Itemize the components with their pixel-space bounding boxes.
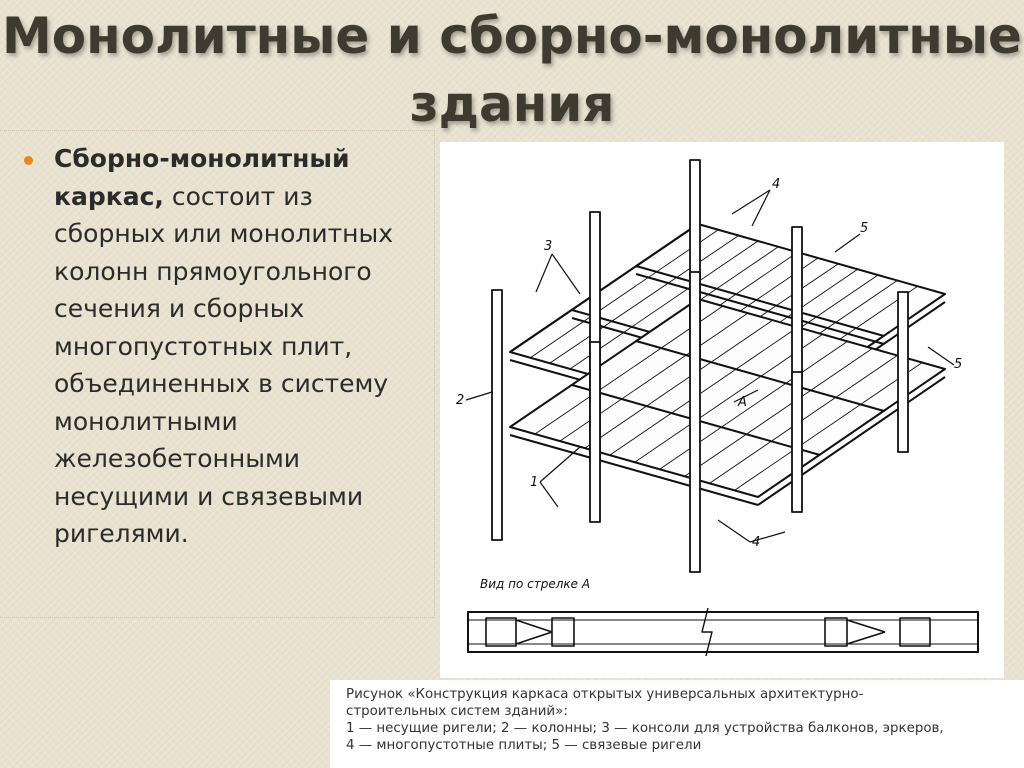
- label-5-right: 5: [954, 357, 962, 372]
- slide-title: Монолитные и сборно-монолитные здания: [0, 2, 1024, 138]
- label-4-top: 4: [772, 177, 780, 192]
- label-3: 3: [544, 239, 552, 254]
- column: [689, 271, 701, 573]
- frame-diagram: 3 4 5 2 1 4 5 А Вид по стрелке А: [456, 159, 979, 657]
- bullet-description: состоит из сборных или монолитных колонн…: [54, 181, 394, 549]
- figure-caption: Рисунок «Конструкция каркаса открытых ун…: [330, 680, 1024, 768]
- title-line-2: здания: [409, 75, 615, 133]
- label-1: 1: [530, 475, 538, 490]
- column: [491, 289, 503, 541]
- caption-line-1: Рисунок «Конструкция каркаса открытых ун…: [346, 687, 864, 702]
- column: [897, 291, 909, 453]
- label-4-bottom: 4: [752, 535, 760, 550]
- column: [791, 371, 803, 513]
- column: [791, 226, 803, 378]
- bullet-paragraph: Сборно-монолитный каркас, состоит из сбо…: [54, 140, 424, 553]
- bullet-term: Сборно-монолитный каркас,: [54, 144, 350, 211]
- label-arrow-a: А: [737, 395, 747, 410]
- elevation-view: [467, 607, 979, 657]
- caption-line-4: 4 — многопустотные плиты; 5 — связевые р…: [346, 738, 702, 753]
- label-2: 2: [456, 393, 464, 408]
- caption-line-2: строительных систем зданий»:: [346, 704, 568, 719]
- view-label: Вид по стрелке А: [480, 577, 590, 591]
- frame-structure-figure: 3 4 5 2 1 4 5 А Вид по стрелке А: [440, 142, 1004, 678]
- bullet-icon: [24, 156, 33, 165]
- content-panel: [0, 130, 435, 618]
- column: [589, 341, 601, 523]
- caption-line-3: 1 — несущие ригели; 2 — колонны; 3 — кон…: [346, 721, 944, 736]
- title-line-1: Монолитные и сборно-монолитные: [2, 7, 1022, 65]
- label-5-top: 5: [860, 221, 868, 236]
